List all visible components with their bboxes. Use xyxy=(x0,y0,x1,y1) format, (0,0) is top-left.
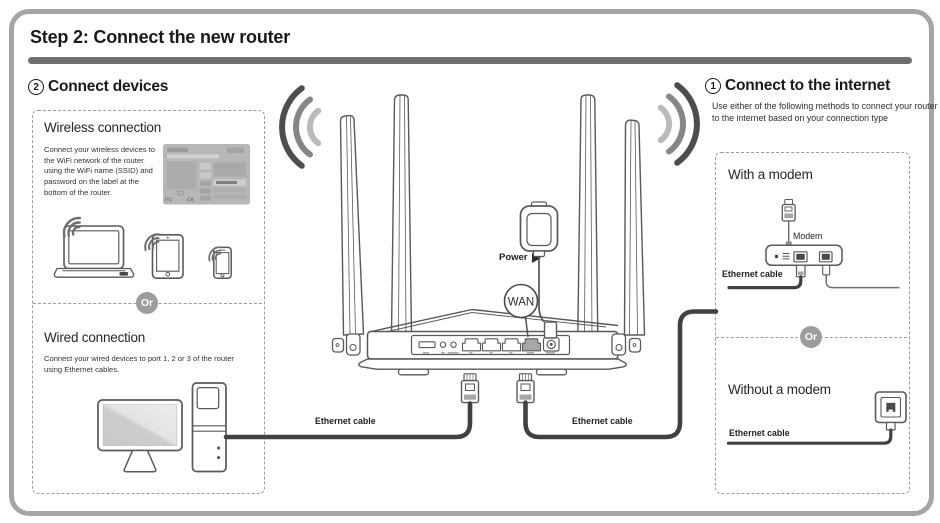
section-heading-label: Connect to the internet xyxy=(725,77,891,94)
page-frame xyxy=(9,9,934,516)
ethernet-cable-label: Ethernet cable xyxy=(722,269,783,279)
power-label-text: Power xyxy=(499,252,528,263)
step-number-badge: 2 xyxy=(28,79,44,95)
power-label: Power xyxy=(499,252,541,263)
connect-internet-box xyxy=(715,152,910,494)
or-badge: Or xyxy=(800,326,822,348)
wired-connection-title: Wired connection xyxy=(44,330,146,345)
section-heading-label: Connect devices xyxy=(48,78,169,95)
with-modem-title: With a modem xyxy=(728,167,813,182)
ethernet-cable-label: Ethernet cable xyxy=(315,416,376,426)
wireless-connection-text: Connect your wireless devices to the WiF… xyxy=(44,145,156,197)
step-number-badge: 1 xyxy=(705,78,721,94)
connect-devices-box xyxy=(32,110,265,494)
section-heading-connect-devices: 2 Connect devices xyxy=(28,78,168,96)
internet-intro-text: Use either of the following methods to c… xyxy=(712,101,938,124)
modem-label: Modem xyxy=(793,231,823,241)
section-heading-connect-internet: 1 Connect to the internet xyxy=(705,77,890,95)
or-badge: Or xyxy=(136,292,158,314)
wireless-connection-title: Wireless connection xyxy=(44,120,162,135)
ethernet-cable-label: Ethernet cable xyxy=(729,428,790,438)
page-title: Step 2: Connect the new router xyxy=(30,27,291,47)
title-rule xyxy=(28,57,912,64)
ethernet-cable-label: Ethernet cable xyxy=(572,416,633,426)
arrow-right-icon xyxy=(531,252,541,263)
wired-connection-text: Connect your wired devices to port 1, 2 … xyxy=(44,354,234,374)
without-modem-title: Without a modem xyxy=(728,382,831,397)
